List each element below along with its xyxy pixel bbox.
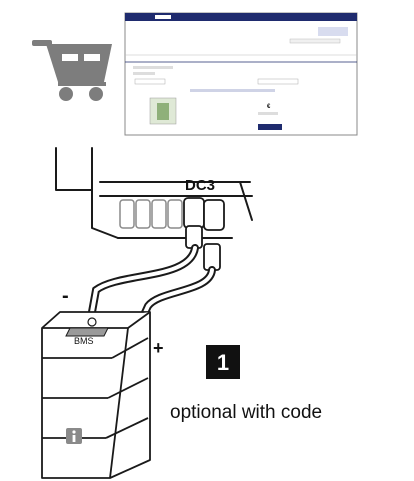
battery-stack (41, 311, 151, 479)
bms-module (65, 317, 109, 337)
product-price: € (267, 104, 271, 110)
shop-page-screenshot: € (124, 12, 358, 136)
step-caption: optional with code (170, 402, 322, 423)
port-label-dc3: DC3 (185, 177, 215, 194)
product-title (190, 89, 275, 92)
shop-logo (318, 27, 348, 36)
shop-search-bar (289, 38, 341, 44)
minus-terminal-label: - (62, 285, 69, 307)
add-to-cart-button[interactable] (258, 124, 282, 130)
shop-breadcrumb (133, 66, 173, 69)
bms-label: BMS (74, 336, 94, 346)
dc-cables (88, 244, 216, 332)
dc-connectors (119, 199, 183, 229)
shopping-cart-icon (32, 40, 112, 101)
dc3-connector-plugs (183, 197, 225, 271)
inverter-housing (55, 147, 253, 239)
shop-topbar (125, 13, 357, 21)
info-icon (66, 428, 82, 444)
step-number: 1 (217, 350, 229, 375)
plus-terminal-label: + (153, 338, 164, 358)
step-badge (206, 345, 240, 379)
